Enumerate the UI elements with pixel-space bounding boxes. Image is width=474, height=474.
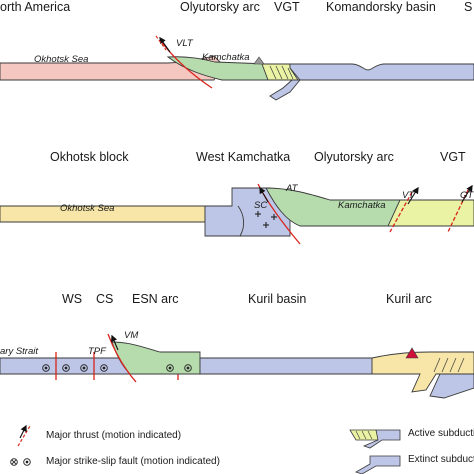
section-c bbox=[0, 333, 474, 399]
label-ws: WS bbox=[62, 292, 83, 306]
vlt-motion-arrow bbox=[159, 36, 171, 53]
vlt-fault-dash bbox=[155, 35, 167, 51]
label-at: AT bbox=[286, 183, 298, 194]
legend-strike-slip: Major strike-slip fault (motion indicate… bbox=[46, 456, 220, 467]
komandorsky-plate bbox=[289, 63, 474, 81]
legend-thrust-line bbox=[17, 425, 31, 447]
legend-active-subduction: Active subduction bbox=[408, 428, 474, 439]
label-west-kamchatka: West Kamchatka bbox=[196, 150, 291, 164]
subducting-slab-a bbox=[269, 79, 301, 101]
gt-motion-arrow bbox=[461, 184, 473, 203]
volcano-c bbox=[405, 347, 419, 359]
label-vm: VM bbox=[124, 330, 139, 341]
esn-arc-wedge bbox=[111, 341, 201, 375]
legend bbox=[10, 424, 401, 474]
legend-strike-slip-symbols bbox=[10, 458, 31, 466]
label-esn-arc: ESN arc bbox=[132, 292, 179, 306]
label-olyutorsky-arc-a: Olyutorsky arc bbox=[180, 0, 260, 14]
label-komandorsky-basin: Komandorsky basin bbox=[326, 0, 436, 14]
kuril-arc bbox=[371, 351, 474, 393]
label-gt: GT bbox=[460, 190, 474, 201]
label-cs: CS bbox=[96, 292, 114, 306]
legend-active-slab bbox=[362, 429, 401, 449]
plus-markers bbox=[255, 211, 277, 228]
label-kuril-arc: Kuril arc bbox=[386, 292, 432, 306]
at-motion-arrow bbox=[259, 186, 269, 203]
label-kamchatka-b: Kamchatka bbox=[338, 200, 386, 211]
vlt-fault bbox=[159, 39, 213, 89]
label-strait: ary Strait bbox=[0, 346, 39, 357]
label-okhotsk-sea-b: Okhotsk Sea bbox=[60, 203, 115, 214]
section-b bbox=[0, 183, 474, 245]
legend-major-thrust: Major thrust (motion indicated) bbox=[46, 430, 182, 441]
label-okhotsk-sea-a: Okhotsk Sea bbox=[34, 54, 89, 65]
label-sc: SC bbox=[254, 200, 268, 211]
label-vt: VT bbox=[402, 190, 415, 201]
label-okhotsk-block: Okhotsk block bbox=[50, 150, 129, 164]
kuril-basin-plate bbox=[199, 357, 379, 375]
legend-active-subduction-icon bbox=[349, 429, 381, 441]
subducting-slab-c bbox=[429, 373, 474, 399]
label-tpf: TPF bbox=[88, 346, 106, 357]
label-edge-s: S bbox=[464, 0, 473, 14]
kuril-hatching bbox=[433, 357, 465, 373]
legend-thrust-arrow bbox=[19, 424, 27, 439]
vt-motion-arrow bbox=[407, 186, 419, 205]
vm-fault bbox=[107, 333, 137, 383]
vm-motion-arrow bbox=[111, 334, 119, 351]
label-vlt: VLT bbox=[176, 38, 193, 49]
label-vgt-b: VGT bbox=[440, 150, 466, 164]
label-vgt-a: VGT bbox=[274, 0, 300, 14]
sc-suture bbox=[237, 205, 245, 237]
vt-fault bbox=[389, 191, 413, 233]
label-kuril-basin: Kuril basin bbox=[248, 292, 307, 306]
label-kamchatka-a: Kamchatka bbox=[202, 52, 250, 63]
label-north-america: orth America bbox=[0, 0, 71, 14]
vgt-b bbox=[387, 199, 474, 227]
volcano-a bbox=[253, 56, 265, 65]
label-olyutorsky-arc-b: Olyutorsky arc bbox=[314, 150, 394, 164]
legend-active-hatch bbox=[355, 430, 373, 440]
legend-extinct-subduction: Extinct subduction bbox=[408, 454, 474, 465]
strike-slip-symbols-c bbox=[42, 364, 192, 372]
vgt-hatching-a bbox=[269, 65, 294, 80]
section-a bbox=[0, 35, 474, 101]
legend-extinct-subduction-icon bbox=[355, 455, 401, 474]
